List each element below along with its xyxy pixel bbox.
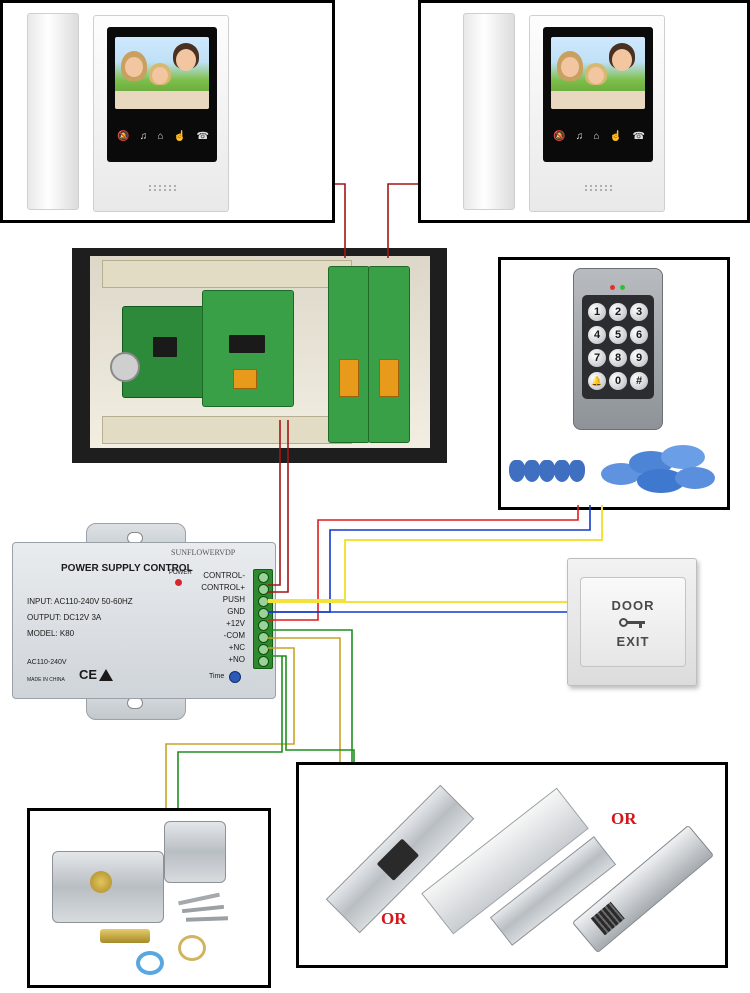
rim-lock-frame bbox=[27, 808, 271, 988]
exit-button-label-door: DOOR bbox=[611, 598, 655, 613]
power-led bbox=[175, 579, 182, 586]
key-0[interactable]: 0 bbox=[609, 372, 627, 390]
speaker-grille-right bbox=[585, 185, 613, 191]
relay-board-2 bbox=[368, 266, 410, 443]
indoor-monitor-right: 🔕♫⌂☝☎ bbox=[463, 13, 673, 213]
handset-right bbox=[463, 13, 515, 210]
family-photo-left bbox=[115, 37, 209, 109]
terminal-label-control-minus: CONTROL- bbox=[203, 571, 245, 580]
lock-cylinder bbox=[90, 871, 112, 893]
wire-lock-green-2 bbox=[268, 655, 355, 762]
made-in-label: MADE IN CHINA bbox=[27, 677, 65, 683]
terminal-label-gnd: GND bbox=[227, 607, 245, 616]
wire-lock-olive-1 bbox=[268, 637, 341, 762]
terminal-block bbox=[253, 569, 273, 669]
psu-input-spec: INPUT: AC110-240V 50-60HZ bbox=[27, 597, 133, 606]
distribution-box bbox=[72, 248, 447, 463]
handset-left bbox=[27, 13, 79, 210]
mounting-rail bbox=[102, 260, 352, 288]
mounting-rail-bottom bbox=[102, 416, 352, 444]
exit-button[interactable]: DOOR EXIT bbox=[580, 577, 686, 667]
family-photo-right bbox=[551, 37, 645, 109]
monitor-buttons-right: 🔕♫⌂☝☎ bbox=[553, 131, 645, 142]
terminal-label-com: -COM bbox=[223, 631, 245, 640]
brass-cylinder bbox=[100, 929, 150, 943]
rim-lock-keeper bbox=[164, 821, 226, 883]
psu-output-spec: OUTPUT: DC12V 3A bbox=[27, 613, 102, 622]
status-led-green bbox=[620, 285, 625, 290]
indoor-monitor-left: 🔕♫⌂☝☎ bbox=[27, 13, 237, 213]
key-2[interactable]: 2 bbox=[609, 303, 627, 321]
psu-title: POWER SUPPLY CONTROL bbox=[61, 563, 193, 574]
camera-interface-board bbox=[122, 306, 214, 398]
keypad-frame: 1 2 3 4 5 6 7 8 9 🔔 0 # bbox=[498, 257, 730, 510]
warning-triangle-icon bbox=[99, 669, 113, 681]
key-4[interactable]: 4 bbox=[588, 326, 606, 344]
key-6[interactable]: 6 bbox=[630, 326, 648, 344]
terminal-label-push: PUSH bbox=[222, 595, 245, 604]
key-5[interactable]: 5 bbox=[609, 326, 627, 344]
terminal-label-control-plus: CONTROL+ bbox=[201, 583, 245, 592]
wire-monitor-right bbox=[387, 183, 418, 258]
indoor-monitor-frame-right: 🔕♫⌂☝☎ bbox=[418, 0, 750, 223]
exit-button-label-exit: EXIT bbox=[616, 634, 650, 649]
psu-brand: SUNFLOWERVDP bbox=[171, 548, 236, 557]
keys bbox=[178, 892, 232, 927]
wire-keypad-blue bbox=[268, 505, 591, 613]
speaker-disc bbox=[110, 352, 140, 382]
keypad-face: 1 2 3 4 5 6 7 8 9 🔔 0 # bbox=[582, 295, 654, 399]
key-3[interactable]: 3 bbox=[630, 303, 648, 321]
or-label-1: OR bbox=[381, 909, 407, 928]
rfid-keyfobs bbox=[509, 450, 599, 490]
bell-key[interactable]: 🔔 bbox=[588, 372, 606, 390]
terminal-label-nc: +NC bbox=[228, 643, 245, 652]
terminal-labels: CONTROL- CONTROL+ PUSH GND +12V -COM +NC… bbox=[163, 571, 245, 681]
relay-board-1 bbox=[328, 266, 370, 443]
exit-button-plate: DOOR EXIT bbox=[567, 558, 697, 686]
main-control-board bbox=[202, 290, 294, 407]
key-9[interactable]: 9 bbox=[630, 349, 648, 367]
power-led-label: POWER bbox=[169, 570, 192, 576]
terminal-label-no: +NO bbox=[228, 655, 245, 664]
wire-lock-green-1 bbox=[268, 629, 353, 762]
or-label-2: OR bbox=[611, 809, 637, 828]
wire-monitor-left bbox=[335, 183, 346, 258]
ce-mark: CE bbox=[79, 667, 98, 682]
psu-model: MODEL: K80 bbox=[27, 629, 75, 638]
access-keypad: 1 2 3 4 5 6 7 8 9 🔔 0 # bbox=[573, 268, 663, 430]
status-led-red bbox=[610, 285, 615, 290]
blue-ring bbox=[136, 951, 164, 975]
indoor-monitor-frame-left: 🔕♫⌂☝☎ bbox=[0, 0, 335, 223]
speaker-grille-left bbox=[149, 185, 177, 191]
power-supply: SUNFLOWERVDP POWER SUPPLY CONTROL POWER … bbox=[12, 542, 276, 699]
lock-options-frame: OR OR bbox=[296, 762, 728, 968]
wire-keypad-red bbox=[268, 505, 579, 621]
rosette bbox=[178, 935, 206, 961]
key-8[interactable]: 8 bbox=[609, 349, 627, 367]
wire-keypad-yellow bbox=[268, 505, 603, 601]
key-7[interactable]: 7 bbox=[588, 349, 606, 367]
monitor-buttons-left: 🔕♫⌂☝☎ bbox=[117, 131, 209, 142]
key-1[interactable]: 1 bbox=[588, 303, 606, 321]
key-hash[interactable]: # bbox=[630, 372, 648, 390]
psu-ac-label: AC110-240V bbox=[27, 659, 67, 666]
key-icon bbox=[619, 618, 645, 628]
rfid-tag-pile bbox=[601, 445, 719, 497]
terminal-label-12v: +12V bbox=[226, 619, 245, 628]
